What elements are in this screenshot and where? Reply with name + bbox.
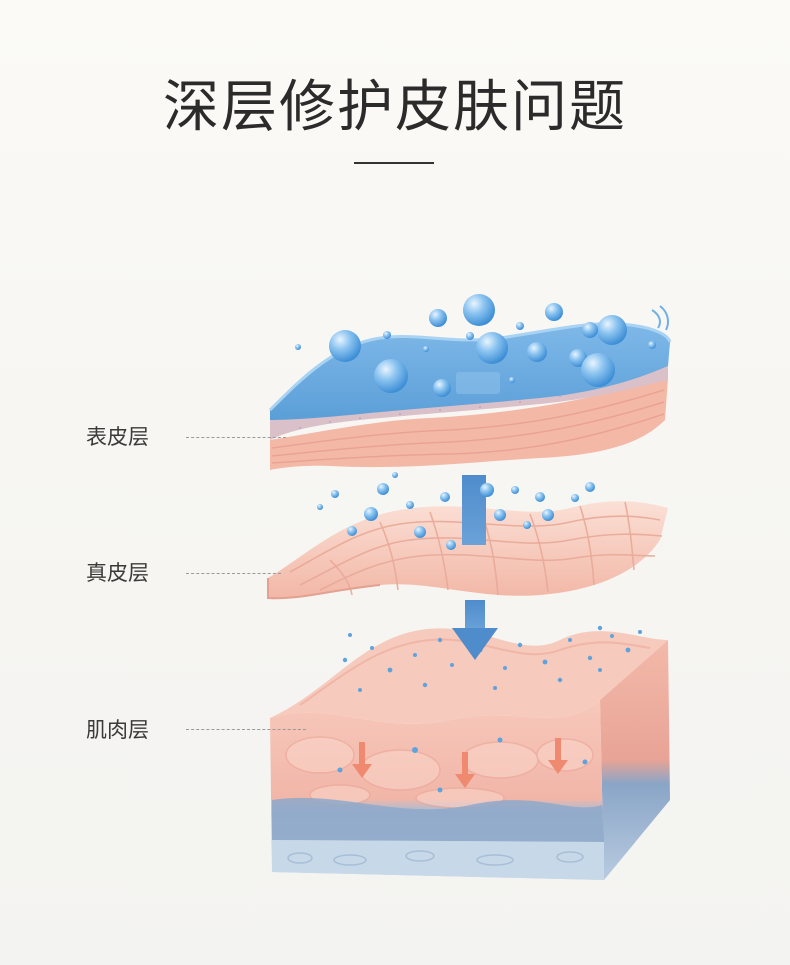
epidermis-layer-stack	[268, 294, 672, 470]
muscle-label: 肌肉层	[86, 718, 149, 742]
page-title: 深层修护皮肤问题	[163, 75, 627, 140]
dermis-label: 真皮层	[86, 561, 149, 585]
title-divider	[354, 162, 434, 164]
epidermis-label: 表皮层	[86, 425, 149, 449]
muscle-leader-line	[186, 729, 306, 730]
epidermis-leader-line	[186, 437, 286, 438]
dermis-layer-sheet	[267, 501, 668, 600]
absorb-arrows	[352, 738, 568, 788]
muscle-layer-block	[270, 625, 670, 880]
dermis-leader-line	[186, 573, 281, 574]
